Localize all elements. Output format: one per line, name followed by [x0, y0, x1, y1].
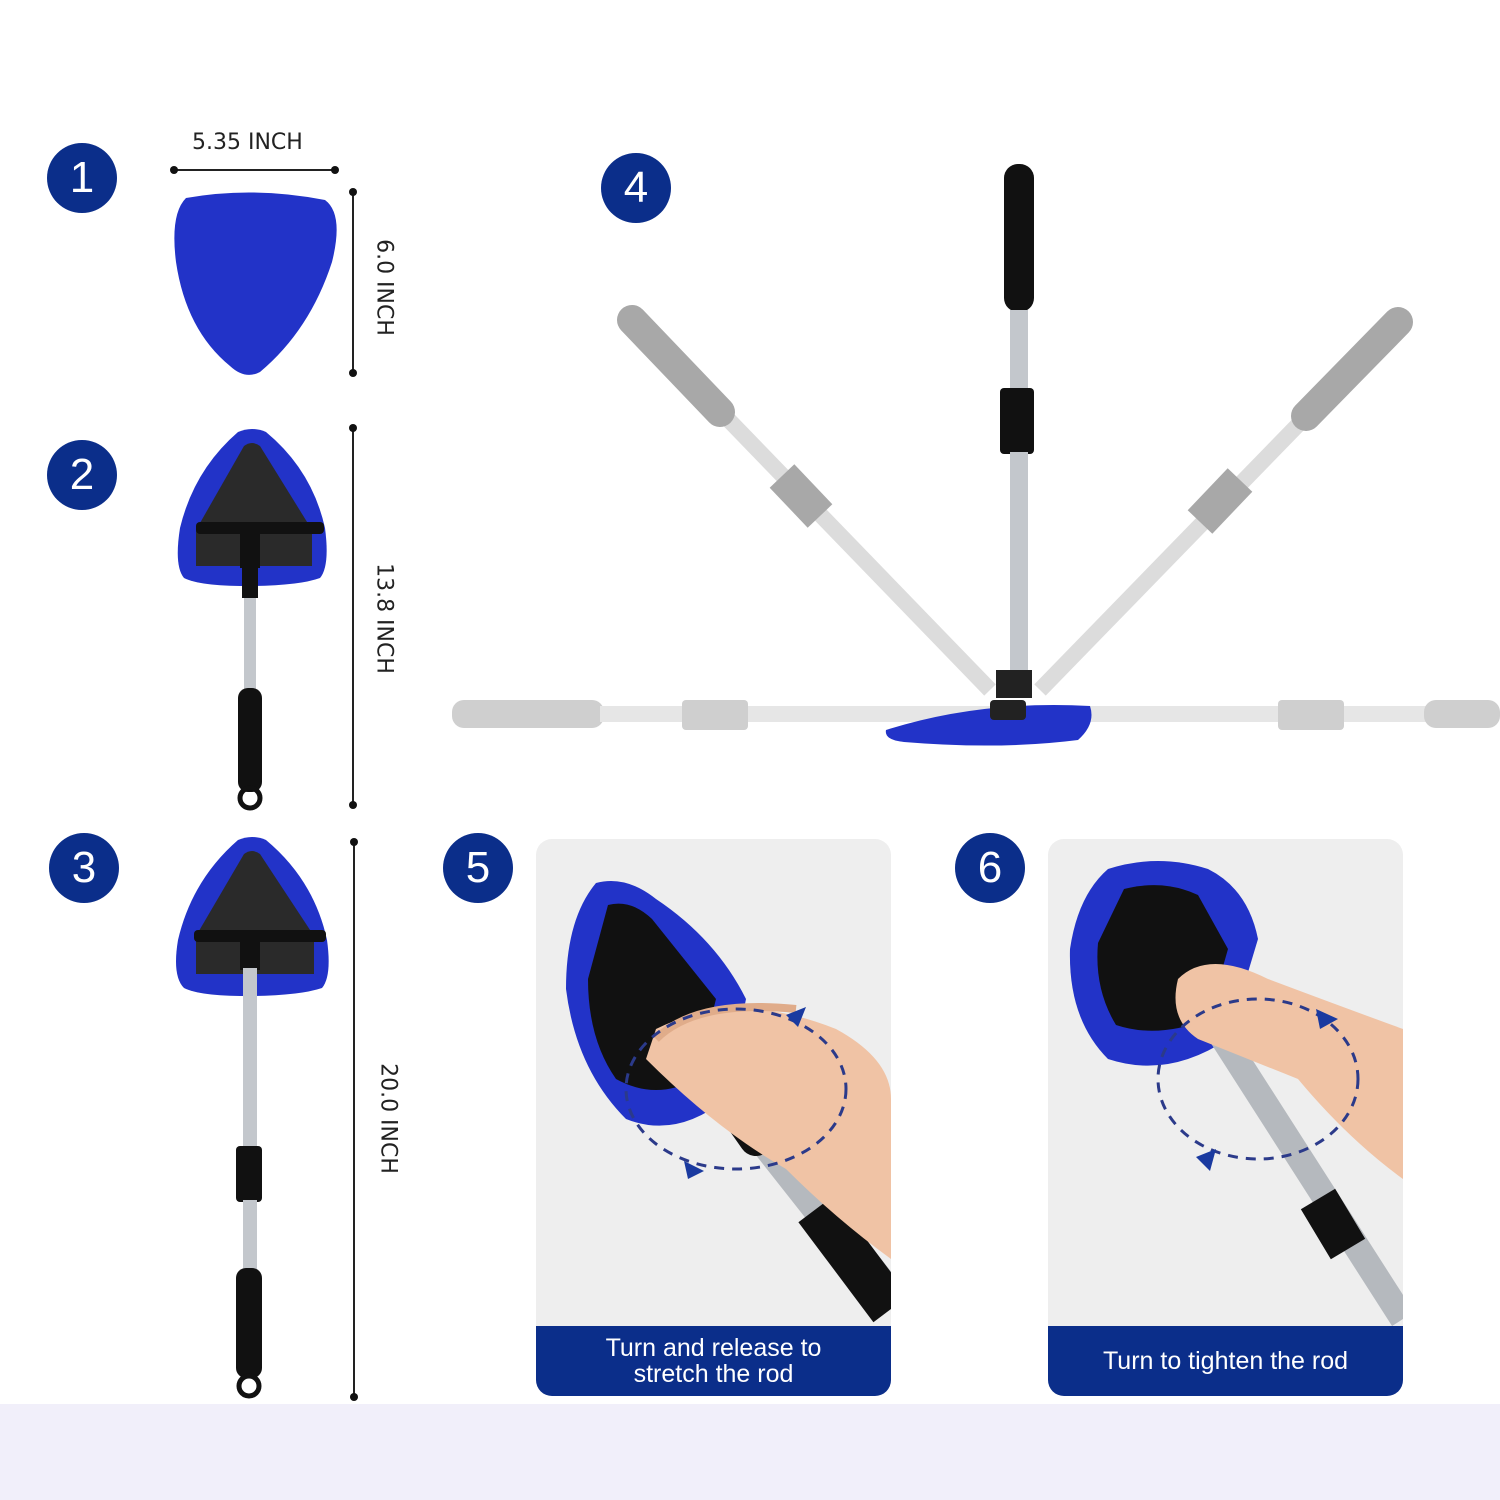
- long-length-line: [353, 842, 355, 1397]
- dim-dot: [349, 801, 357, 809]
- dim-dot: [349, 424, 357, 432]
- step-badge-4: 4: [601, 153, 671, 223]
- step6-illustration: [1069, 861, 1403, 1327]
- short-tool: [177, 429, 327, 811]
- pad-width-label: 5.35 INCH: [192, 130, 303, 155]
- step6-caption: Turn to tighten the rod: [1048, 1326, 1403, 1396]
- step5-caption-line1: Turn and release to: [605, 1334, 822, 1362]
- step-badge-1: 1: [47, 143, 117, 213]
- microfiber-pad: [174, 192, 337, 375]
- step6-caption-text: Turn to tighten the rod: [1102, 1347, 1349, 1375]
- dim-dot: [350, 1393, 358, 1401]
- short-length-line: [352, 428, 354, 804]
- step-badge-3: 3: [49, 833, 119, 903]
- dim-dot: [331, 166, 339, 174]
- angle-diagram: [452, 164, 1500, 746]
- dim-dot: [170, 166, 178, 174]
- step5-caption-line2: stretch the rod: [633, 1360, 794, 1388]
- step5-caption: Turn and release to stretch the rod: [536, 1326, 891, 1396]
- step-badge-5: 5: [443, 833, 513, 903]
- dim-dot: [349, 188, 357, 196]
- step-badge-6: 6: [955, 833, 1025, 903]
- step5-panel: Turn and release to stretch the rod: [536, 839, 891, 1396]
- step6-panel: Turn to tighten the rod: [1048, 839, 1403, 1396]
- step5-illustration: [566, 881, 891, 1323]
- dim-dot: [349, 369, 357, 377]
- pad-width-line: [174, 169, 336, 171]
- long-tool: [176, 837, 329, 1399]
- step-badge-2: 2: [47, 440, 117, 510]
- pad-height-line: [352, 192, 354, 373]
- bottom-strip: [0, 1404, 1500, 1500]
- dim-dot: [350, 838, 358, 846]
